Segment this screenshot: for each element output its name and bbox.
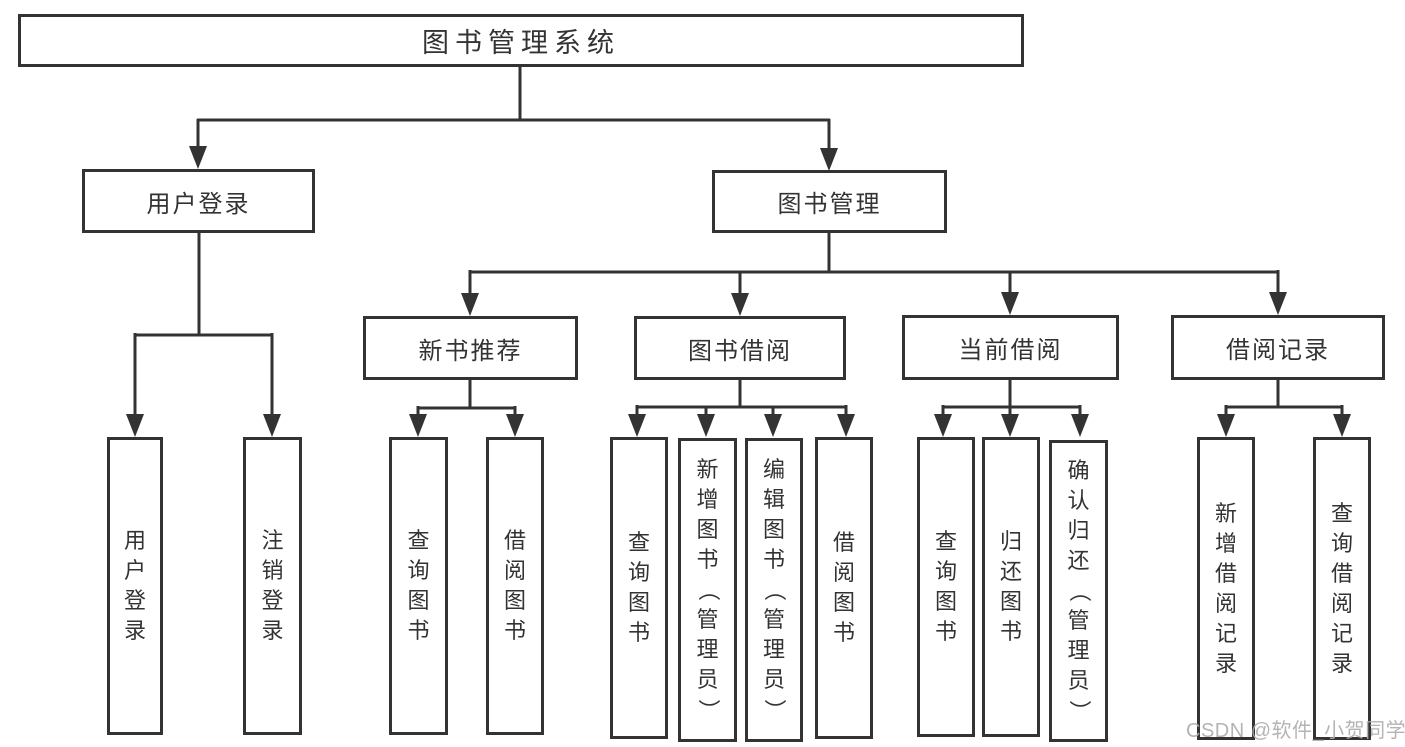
node-user-login-label: 用户登录 [146, 190, 251, 218]
leaf-confirm-return-admin-label: 确认归还（管理员） [1066, 458, 1092, 723]
leaf-add-borrow-record: 新增借阅记录 [1197, 437, 1255, 740]
node-library-system-label: 图书管理系统 [422, 28, 620, 58]
leaf-query-borrow-record-label: 查询借阅记录 [1331, 500, 1354, 676]
node-book-borrowing-label: 图书借阅 [688, 337, 792, 365]
node-book-management: 图书管理 [712, 170, 947, 233]
node-new-book-recommend-label: 新书推荐 [418, 337, 523, 365]
node-borrowing-records: 借阅记录 [1171, 315, 1385, 380]
node-user-login: 用户登录 [82, 169, 315, 233]
leaf-query-books: 查询图书 [917, 437, 975, 737]
node-book-management-label: 图书管理 [777, 191, 882, 218]
leaf-borrow-books-label: 借阅图书 [833, 530, 856, 645]
leaf-query-books-label: 查询图书 [935, 529, 958, 644]
leaf-borrow-books: 借阅图书 [815, 437, 873, 739]
leaf-user-login-label: 用户登录 [124, 528, 147, 643]
leaf-query-books-label: 查询图书 [407, 528, 430, 643]
node-book-borrowing: 图书借阅 [634, 316, 846, 380]
leaf-add-books-admin: 新增图书（管理员） [678, 438, 737, 742]
leaf-edit-books-admin: 编辑图书（管理员） [745, 438, 803, 742]
leaf-return-books: 归还图书 [982, 437, 1040, 737]
node-borrowing-records-label: 借阅记录 [1226, 337, 1330, 364]
node-library-system: 图书管理系统 [18, 14, 1024, 67]
leaf-add-books-admin-label: 新增图书（管理员） [695, 457, 721, 722]
leaf-logout-label: 注销登录 [261, 528, 284, 643]
leaf-query-books: 查询图书 [389, 437, 448, 735]
leaf-return-books-label: 归还图书 [1000, 529, 1023, 644]
leaf-query-borrow-record: 查询借阅记录 [1313, 437, 1371, 740]
leaf-query-books: 查询图书 [610, 437, 668, 739]
leaf-user-login: 用户登录 [107, 437, 163, 735]
leaf-add-borrow-record-label: 新增借阅记录 [1215, 500, 1238, 676]
node-current-borrowing: 当前借阅 [902, 315, 1119, 380]
node-new-book-recommend: 新书推荐 [363, 316, 578, 380]
leaf-logout: 注销登录 [243, 437, 302, 735]
leaf-query-books-label: 查询图书 [628, 530, 651, 645]
leaf-confirm-return-admin: 确认归还（管理员） [1049, 440, 1108, 742]
leaf-borrow-books-label: 借阅图书 [504, 528, 527, 643]
leaf-borrow-books: 借阅图书 [486, 437, 544, 735]
watermark: CSDN @软件_小贺同学 [1186, 720, 1405, 742]
node-current-borrowing-label: 当前借阅 [958, 337, 1063, 364]
leaf-edit-books-admin-label: 编辑图书（管理员） [762, 457, 787, 722]
